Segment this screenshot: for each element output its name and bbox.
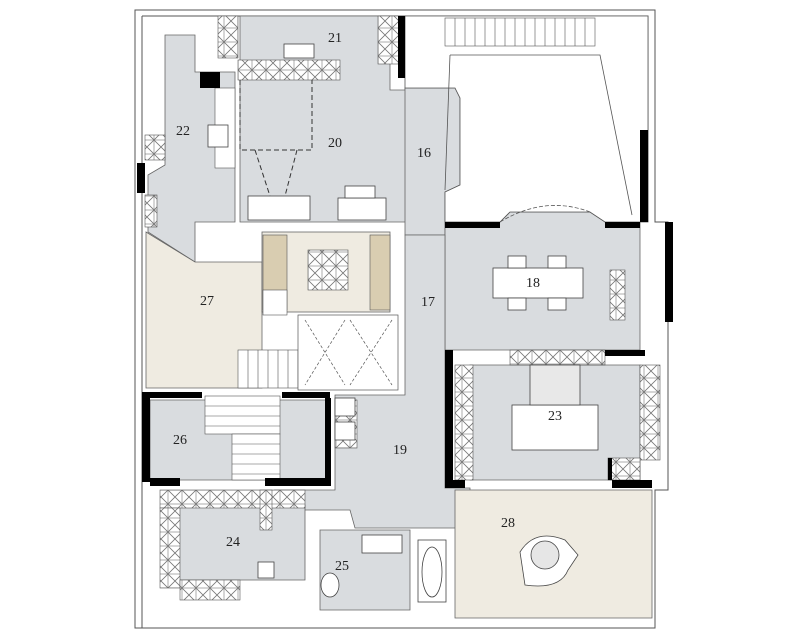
island-counter bbox=[247, 195, 311, 221]
room-label-26: 26 bbox=[173, 433, 187, 448]
elevator-shaft bbox=[297, 314, 399, 391]
room-label-21: 21 bbox=[328, 31, 342, 46]
staircase bbox=[204, 349, 299, 481]
room-label-28: 28 bbox=[501, 516, 515, 531]
room-22-floor bbox=[147, 34, 236, 263]
ceiling-dashed bbox=[239, 80, 313, 197]
range-hood bbox=[283, 43, 315, 59]
dining-table bbox=[492, 267, 584, 299]
bed bbox=[511, 404, 599, 451]
microwave bbox=[344, 185, 376, 199]
basin-right bbox=[334, 421, 356, 441]
cabinetry bbox=[144, 15, 661, 601]
terrace-steps bbox=[444, 17, 596, 47]
room-label-23: 23 bbox=[548, 409, 562, 424]
room-label-20: 20 bbox=[328, 136, 342, 151]
room-label-27: 27 bbox=[200, 294, 214, 309]
room-label-17: 17 bbox=[421, 295, 435, 310]
stove bbox=[337, 197, 387, 221]
basin-left bbox=[334, 397, 356, 417]
room-27-floor bbox=[145, 231, 263, 389]
room-label-18: 18 bbox=[526, 276, 540, 291]
room-labels: 16 17 18 19 20 21 22 23 24 25 26 27 28 bbox=[173, 31, 562, 574]
room-label-25: 25 bbox=[335, 559, 349, 574]
room-label-19: 19 bbox=[393, 443, 407, 458]
sink-22 bbox=[207, 124, 229, 148]
room-label-16: 16 bbox=[417, 146, 431, 161]
walls bbox=[137, 16, 673, 488]
desk bbox=[257, 561, 275, 579]
room-label-22: 22 bbox=[176, 124, 190, 139]
furniture bbox=[207, 43, 599, 603]
vanity bbox=[361, 534, 403, 554]
toilet bbox=[320, 572, 340, 598]
room-label-24: 24 bbox=[226, 535, 240, 550]
